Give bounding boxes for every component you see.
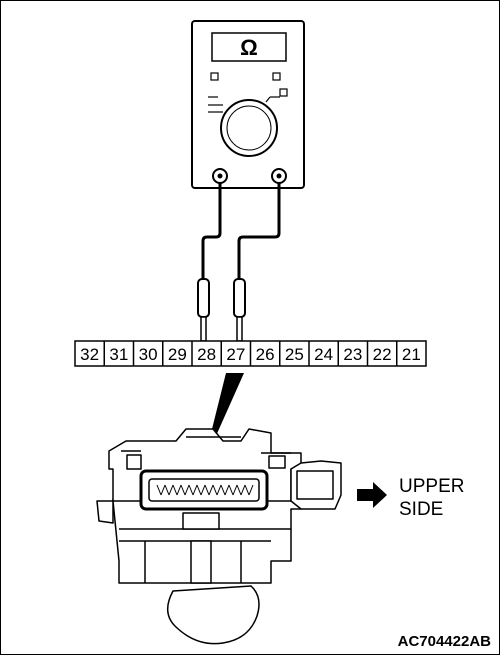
pin-label-32: 32 xyxy=(80,345,99,364)
pin-label-24: 24 xyxy=(314,345,333,364)
connector-pin-row: 32 31 30 29 28 27 26 25 24 23 22 21 xyxy=(74,340,427,367)
connector-terminals xyxy=(156,484,254,496)
pin-label-30: 30 xyxy=(139,345,158,364)
pin-label-25: 25 xyxy=(285,345,304,364)
meter-display xyxy=(211,32,287,62)
multimeter: Ω xyxy=(191,20,305,189)
pin-label-28: 28 xyxy=(197,345,216,364)
direction-label-line1: UPPER xyxy=(399,476,464,497)
pin-label-21: 21 xyxy=(402,345,421,364)
pin-label-26: 26 xyxy=(256,345,275,364)
direction-label-line2: SIDE xyxy=(399,499,443,520)
test-probes xyxy=(197,278,246,342)
test-leads xyxy=(201,183,281,281)
pin-label-27: 27 xyxy=(226,345,245,364)
pin-label-31: 31 xyxy=(109,345,128,364)
pin-label-23: 23 xyxy=(343,345,362,364)
pin-label-29: 29 xyxy=(168,345,187,364)
figure-id: AC704422AB xyxy=(398,633,492,650)
direction-arrow-icon xyxy=(357,482,387,508)
rotary-dial xyxy=(220,99,278,157)
pin-label-22: 22 xyxy=(373,345,392,364)
ohm-symbol: Ω xyxy=(240,35,258,60)
switch-body xyxy=(96,428,342,645)
